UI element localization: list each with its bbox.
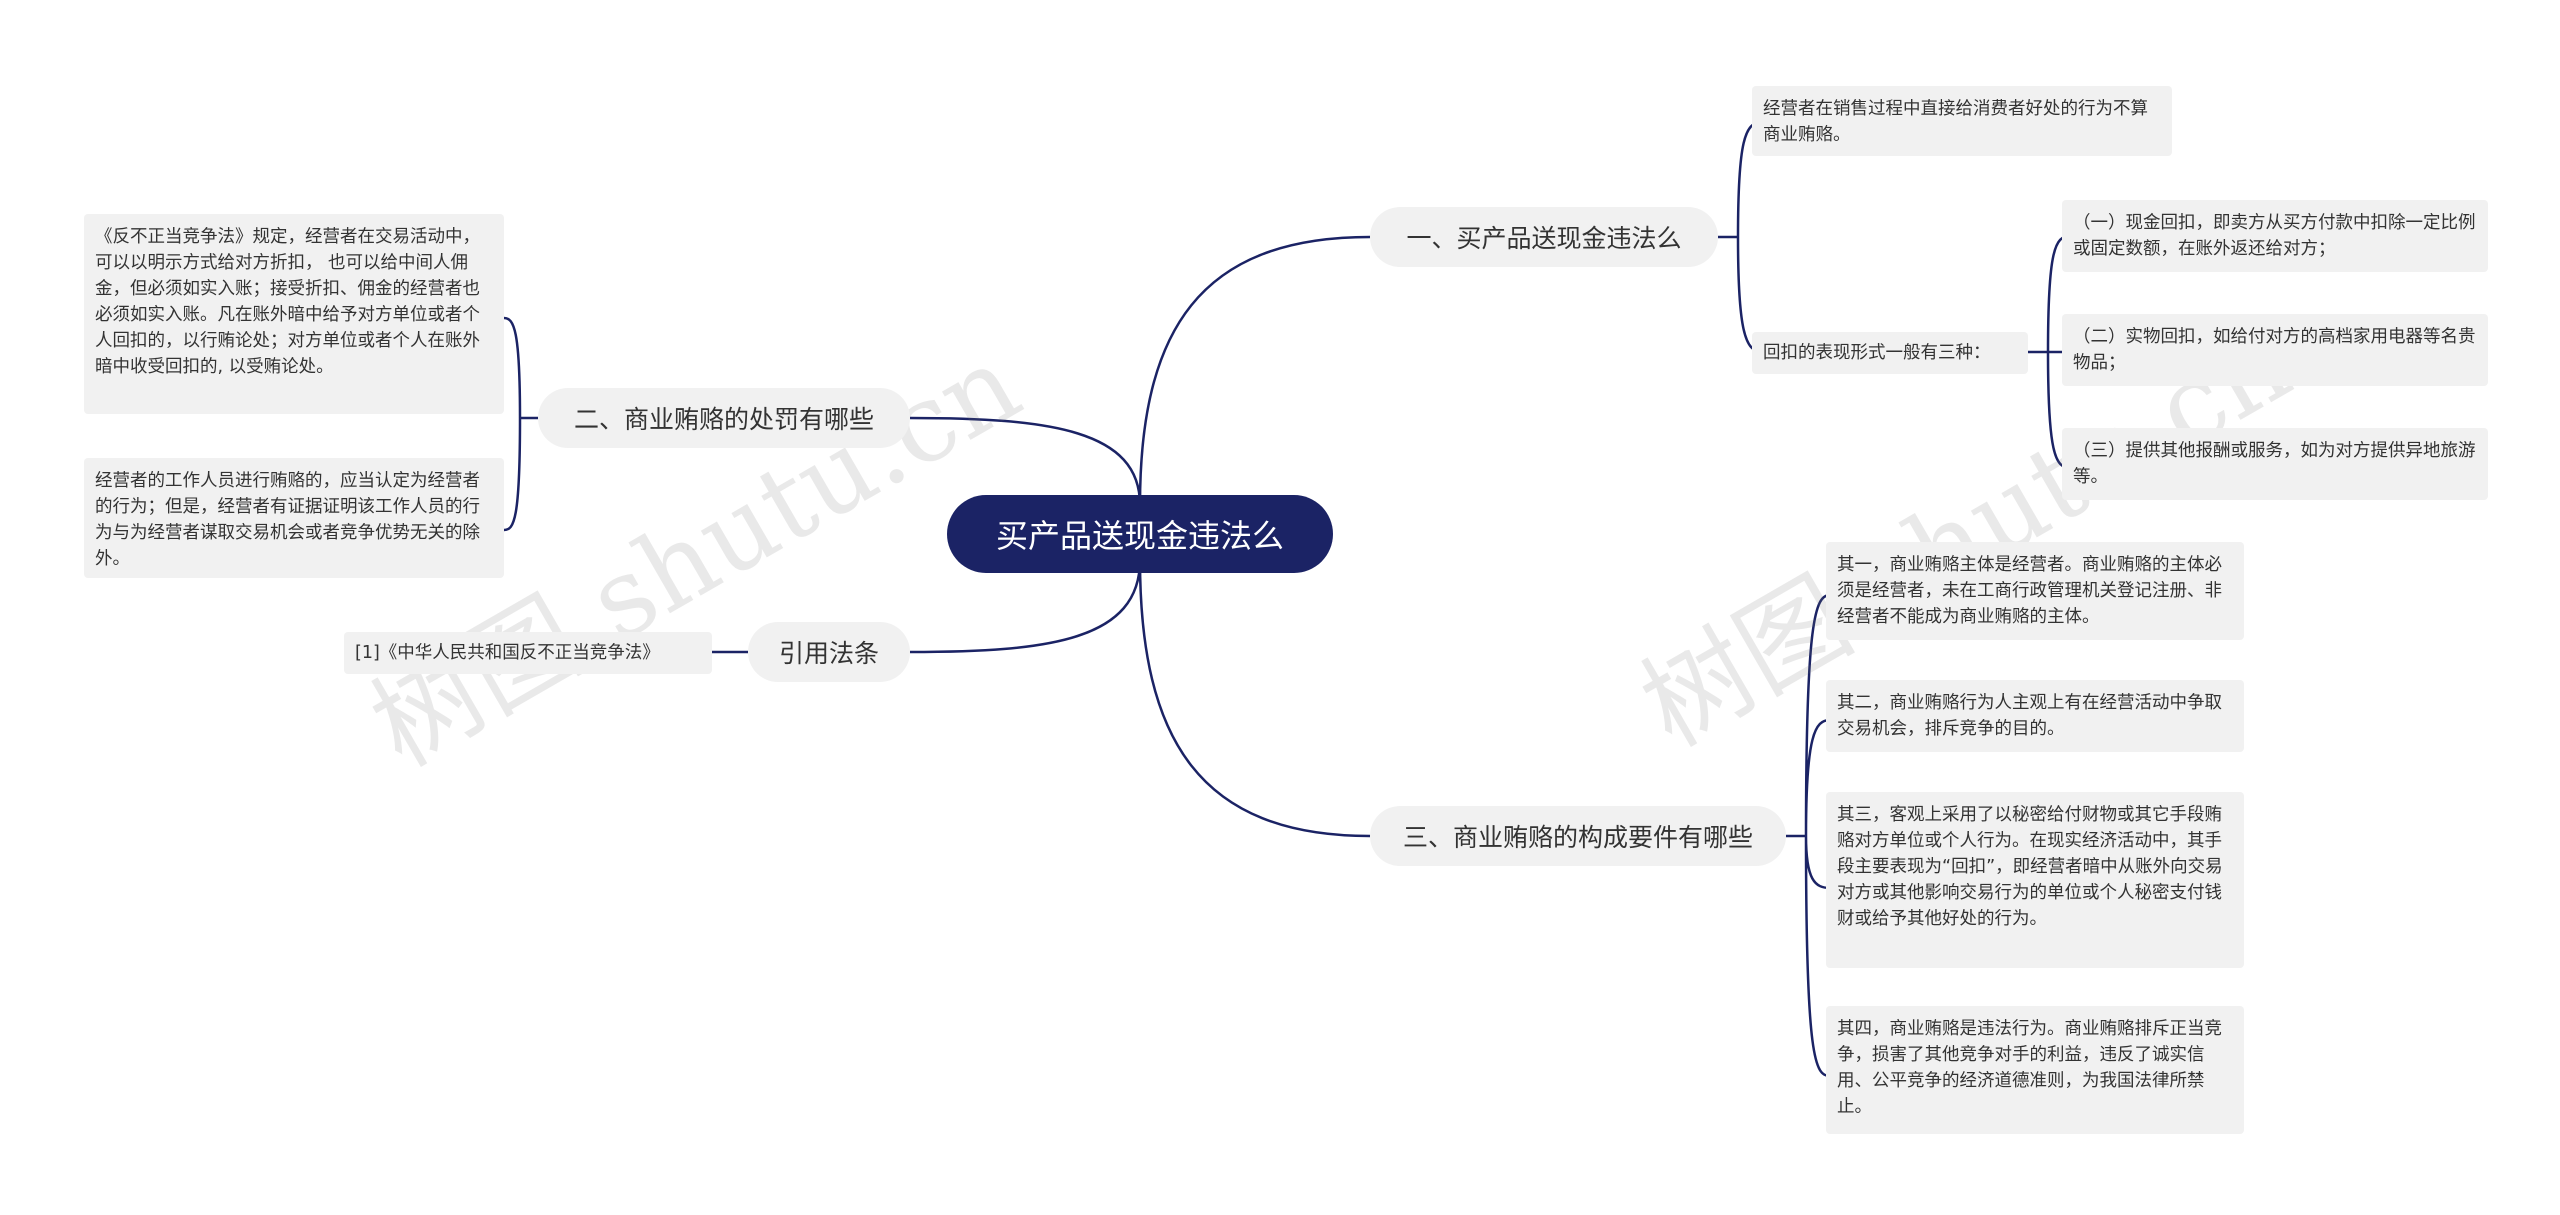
link-b1-bracket xyxy=(1718,120,1763,354)
link-b2-bracket xyxy=(503,316,538,532)
b4-leaf-1[interactable]: 其一，商业贿赂主体是经营者。商业贿赂的主体必须是经营者，未在工商行政管理机关登记… xyxy=(1826,542,2244,640)
branch-node-2[interactable]: 二、商业贿赂的处罚有哪些 xyxy=(538,388,910,448)
b3-leaf-1[interactable]: [1]《中华人民共和国反不正当竞争法》 xyxy=(344,632,712,674)
b4-leaf-4[interactable]: 其四，商业贿赂是违法行为。商业贿赂排斥正当竞争，损害了其他竞争对手的利益，违反了… xyxy=(1826,1006,2244,1134)
link-root-b4 xyxy=(1138,559,1371,838)
branch-node-4[interactable]: 三、商业贿赂的构成要件有哪些 xyxy=(1370,806,1786,866)
b4-leaf-3[interactable]: 其三，客观上采用了以秘密给付财物或其它手段贿赂对方单位或个人行为。在现实经济活动… xyxy=(1826,792,2244,968)
branch-node-3[interactable]: 引用法条 xyxy=(748,622,910,682)
link-root-b1 xyxy=(1138,235,1371,506)
b2-leaf-2[interactable]: 经营者的工作人员进行贿赂的，应当认定为经营者的行为；但是，经营者有证据证明该工作… xyxy=(84,458,504,578)
b1-sub-item-3[interactable]: （三）提供其他报酬或服务，如为对方提供异地旅游等。 xyxy=(2062,428,2488,500)
b1-sub-item-1[interactable]: （一）现金回扣，即卖方从买方付款中扣除一定比例或固定数额，在账外返还给对方； xyxy=(2062,200,2488,272)
b4-leaf-2[interactable]: 其二，商业贿赂行为人主观上有在经营活动中争取交易机会，排斥竞争的目的。 xyxy=(1826,680,2244,752)
link-root-b2 xyxy=(909,416,1142,506)
b2-leaf-1[interactable]: 《反不正当竞争法》规定，经营者在交易活动中，可以以明示方式给对方折扣， 也可以给… xyxy=(84,214,504,414)
branch-node-1[interactable]: 一、买产品送现金违法么 xyxy=(1370,207,1718,267)
b1-sub-item-2[interactable]: （二）实物回扣，如给付对方的高档家用电器等名贵物品； xyxy=(2062,314,2488,386)
link-root-b3 xyxy=(909,559,1142,654)
root-node[interactable]: 买产品送现金违法么 xyxy=(947,495,1333,573)
b1-leaf-1[interactable]: 经营者在销售过程中直接给消费者好处的行为不算商业贿赂。 xyxy=(1752,86,2172,156)
link-b4-bracket xyxy=(1786,593,1831,1078)
link-b1sub-bracket xyxy=(2028,234,2071,470)
b1-sub-node[interactable]: 回扣的表现形式一般有三种： xyxy=(1752,332,2028,374)
